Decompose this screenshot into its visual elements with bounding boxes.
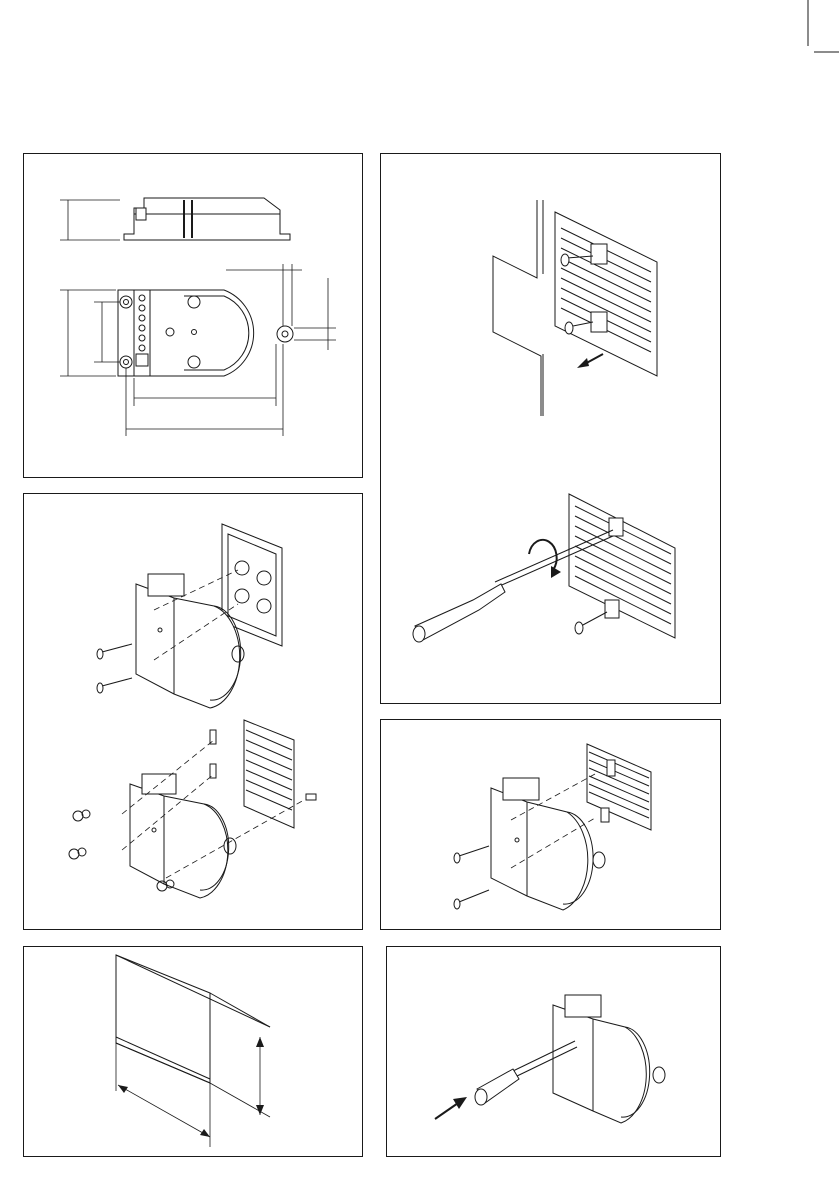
figure-wall-plug-mounting (380, 153, 721, 704)
figure-bracket-mounting (23, 493, 363, 930)
device-dimension-drawing-icon (24, 154, 362, 477)
figure-grille-screw-mounting (380, 719, 721, 930)
wall-mounting-screws-drawing-icon (381, 154, 720, 703)
screwdriver-adjustment-drawing-icon (387, 947, 720, 1156)
figure-dimension-drawing (23, 153, 363, 478)
grille-screw-mounting-drawing-icon (381, 720, 720, 929)
figure-screwdriver-adjust (386, 946, 721, 1157)
bracket-mounting-exploded-drawing-icon (24, 494, 362, 929)
panel-cutout-dimension-drawing-icon (24, 947, 362, 1156)
figure-cutout-drawing (23, 946, 363, 1157)
crop-mark (0, 0, 839, 60)
